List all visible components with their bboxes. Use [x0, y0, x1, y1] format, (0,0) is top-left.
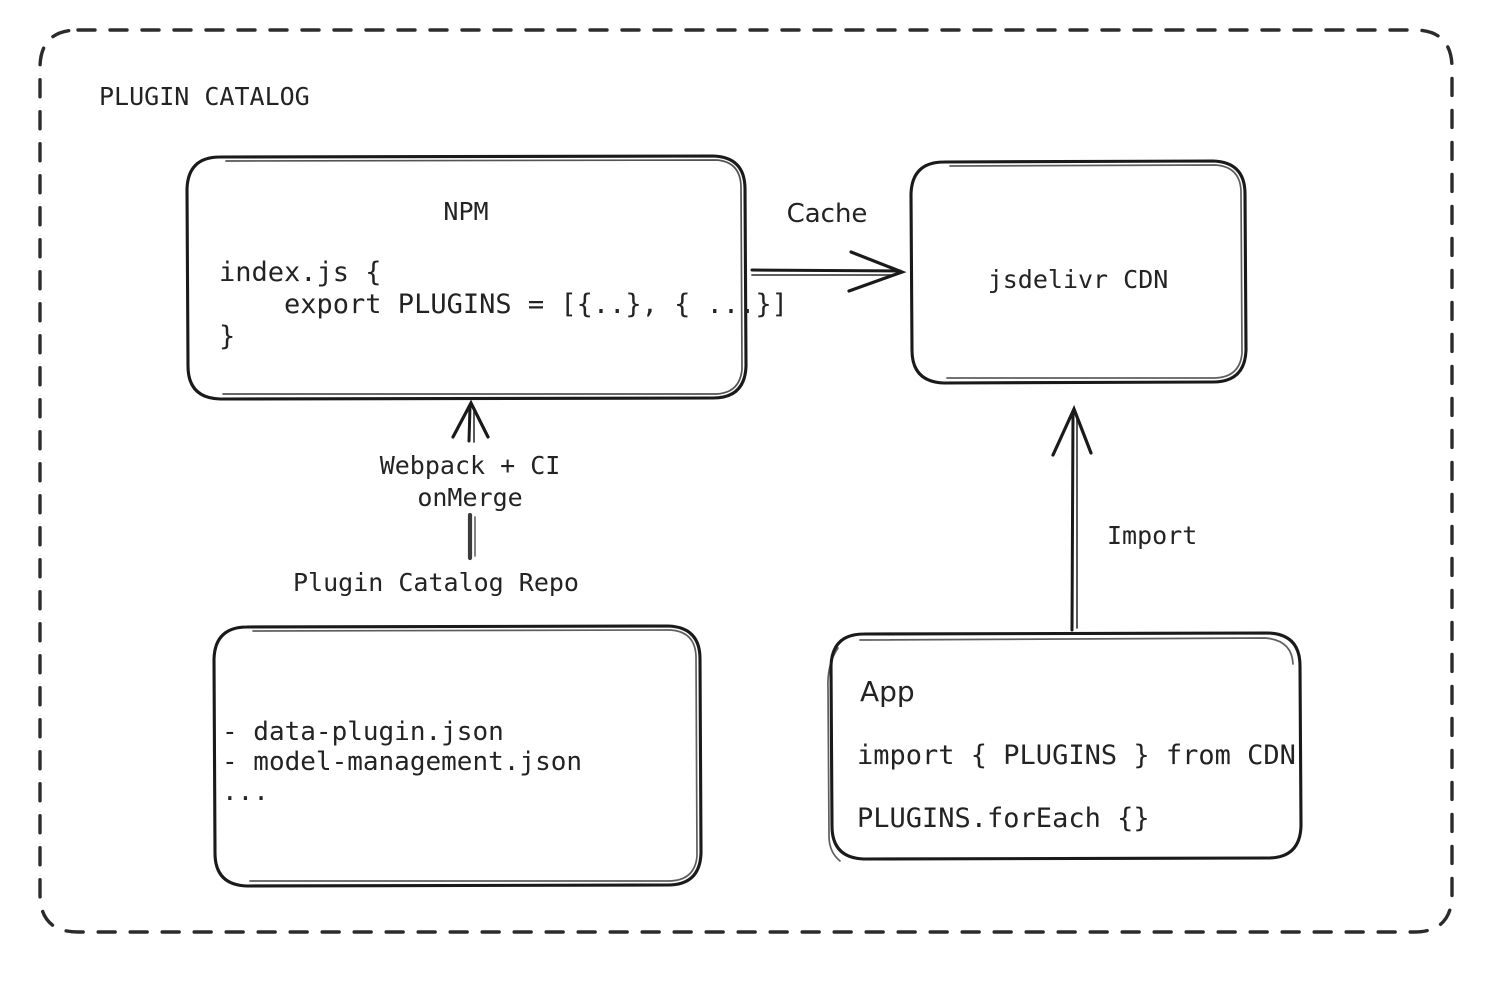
npm-code-line-1: index.js {: [219, 257, 382, 288]
app-node-title: App: [860, 675, 915, 708]
npm-code-line-2: export PLUGINS = [{..}, { ...}]: [219, 289, 788, 320]
cache-edge-label: Cache: [786, 199, 868, 229]
import-edge-label: Import: [1107, 521, 1198, 550]
npm-code-line-3: }: [219, 321, 236, 352]
repo-list-item-2: - model-management.json: [222, 747, 583, 777]
app-code-line-2: PLUGINS.forEach {}: [857, 803, 1150, 834]
import-arrow: [1051, 404, 1093, 632]
app-code-line-1: import { PLUGINS } from CDN: [857, 740, 1296, 771]
build-edge-label-line-2: onMerge: [417, 483, 523, 512]
cdn-node-title: jsdelivr CDN: [987, 265, 1169, 294]
repo-node-caption: Plugin Catalog Repo: [293, 568, 579, 597]
repo-list-item-3: ...: [222, 777, 269, 807]
group-title: PLUGIN CATALOG: [99, 82, 310, 111]
npm-node-title: NPM: [443, 197, 489, 226]
repo-list-item-1: - data-plugin.json: [222, 717, 504, 747]
build-edge-label-line-1: Webpack + CI: [379, 451, 561, 480]
